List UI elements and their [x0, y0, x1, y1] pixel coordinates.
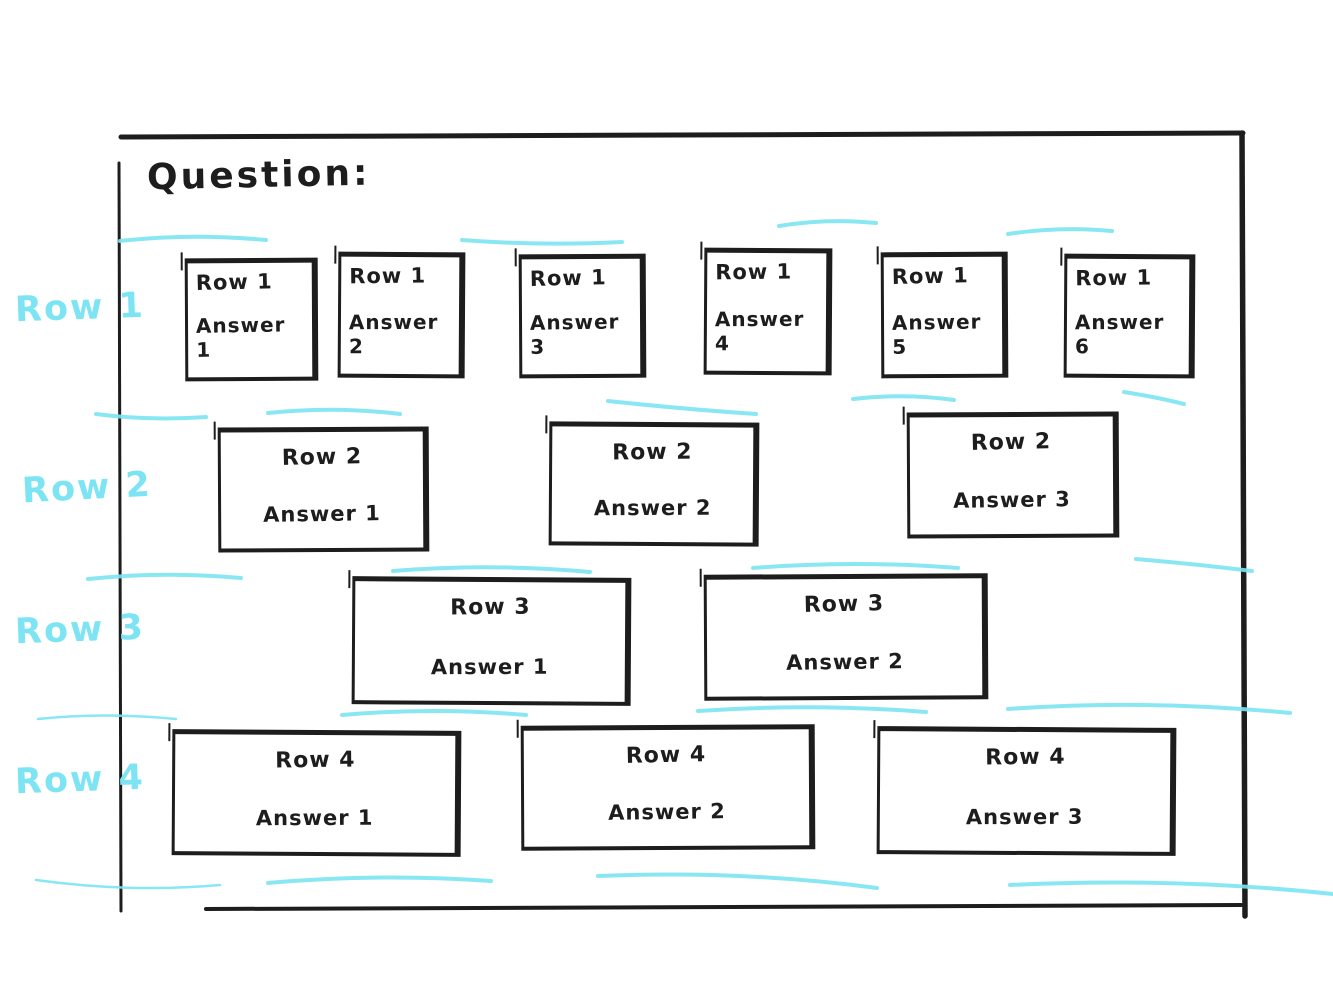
page-title: Question:	[146, 152, 371, 199]
card-answer-label: Answer 2	[593, 495, 712, 521]
answer-card-row1-answer2[interactable]: Row 1 Answer 2	[337, 251, 466, 379]
card-answer-label: Answer 1	[263, 501, 382, 527]
card-answer-label: Answer 2	[785, 649, 904, 675]
row-annotation-4: Row 4	[14, 757, 146, 803]
answer-card-row1-answer3[interactable]: Row 1 Answer 3	[518, 253, 647, 379]
answer-card-row1-answer1[interactable]: Row 1 Answer 1	[184, 257, 319, 382]
card-answer-label: Answer 3	[965, 804, 1084, 830]
card-answer-label: Answer 6	[1074, 309, 1165, 359]
answer-card-row3-answer2[interactable]: Row 3 Answer 2	[703, 573, 989, 701]
answer-card-row4-answer2[interactable]: Row 4 Answer 2	[520, 724, 816, 851]
card-answer-label: Answer 3	[529, 309, 620, 359]
card-row-label: Row 3	[803, 591, 885, 618]
answer-card-row1-answer5[interactable]: Row 1 Answer 5	[880, 251, 1009, 379]
row-annotation-1: Row 1	[14, 285, 146, 331]
card-answer-label: Answer 1	[430, 654, 549, 680]
card-row-label: Row 2	[612, 439, 694, 466]
row-annotation-2: Row 2	[21, 464, 153, 512]
card-answer-label: Answer 5	[891, 309, 982, 359]
card-row-label: Row 1	[715, 259, 793, 285]
card-answer-label: Answer 2	[348, 309, 439, 359]
card-row-label: Row 4	[984, 744, 1066, 771]
card-row-label: Row 2	[281, 444, 363, 471]
answer-card-row1-answer6[interactable]: Row 1 Answer 6	[1063, 253, 1196, 379]
answer-card-row3-answer1[interactable]: Row 3 Answer 1	[351, 576, 632, 706]
card-row-label: Row 1	[529, 265, 607, 291]
card-row-label: Row 1	[349, 263, 427, 289]
answer-card-row4-answer3[interactable]: Row 4 Answer 3	[876, 726, 1177, 856]
answer-card-row2-answer2[interactable]: Row 2 Answer 2	[548, 421, 760, 547]
answer-card-row1-answer4[interactable]: Row 1 Answer 4	[703, 247, 833, 376]
card-row-label: Row 1	[195, 269, 273, 295]
card-row-label: Row 2	[970, 429, 1052, 456]
card-row-label: Row 4	[274, 747, 356, 774]
answer-card-row2-answer1[interactable]: Row 2 Answer 1	[217, 426, 430, 553]
card-row-label: Row 3	[449, 594, 531, 621]
card-answer-label: Answer 4	[714, 306, 805, 356]
card-row-label: Row 4	[625, 742, 707, 769]
answer-card-row4-answer1[interactable]: Row 4 Answer 1	[171, 729, 462, 857]
row-annotation-3: Row 3	[14, 607, 146, 653]
card-row-label: Row 1	[1075, 265, 1153, 291]
card-answer-label: Answer 1	[195, 312, 286, 362]
card-answer-label: Answer 2	[607, 799, 726, 825]
answer-card-row2-answer3[interactable]: Row 2 Answer 3	[906, 411, 1120, 539]
card-row-label: Row 1	[891, 263, 969, 289]
card-answer-label: Answer 3	[952, 487, 1071, 513]
card-answer-label: Answer 1	[255, 805, 374, 831]
